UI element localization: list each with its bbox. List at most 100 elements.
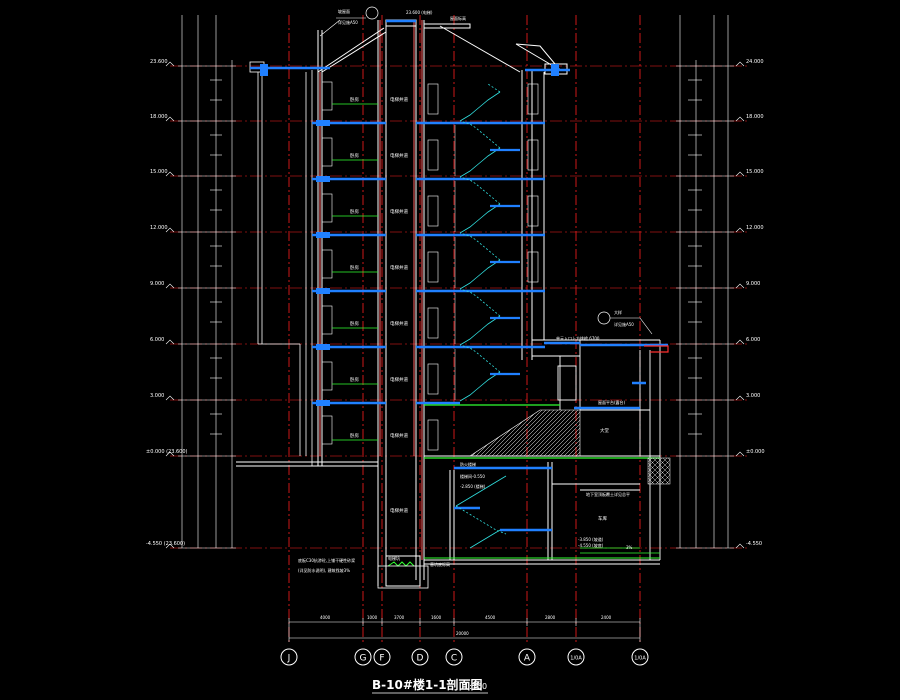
left-level-marks xyxy=(165,61,175,549)
axis-label: 1/0A xyxy=(634,656,646,662)
room-label: 卧房 xyxy=(350,376,359,383)
roof-garden-note: 屋面平台(露台) xyxy=(598,399,626,405)
roof-slabs xyxy=(250,19,570,72)
stair-note-1: 防火楼梯 xyxy=(460,461,476,467)
pit-note: 电梯坑 xyxy=(388,555,400,561)
level-label: ±0.000 xyxy=(746,449,765,455)
span-label: 2800 xyxy=(545,615,556,620)
ramp-lines xyxy=(580,547,660,554)
total-span-label: 20000 xyxy=(456,631,469,636)
span-label: 1000 xyxy=(367,615,378,620)
level-label: 9.000 xyxy=(150,281,164,287)
roof-note-detail: 详见施A50 xyxy=(338,19,358,25)
axis-label: J xyxy=(287,654,291,664)
top-slab-note: 屋面标高 xyxy=(450,15,466,21)
room-label: 电梯井道 xyxy=(390,432,408,439)
pit-outline xyxy=(377,565,429,589)
level-label: 3.000 xyxy=(746,393,760,399)
balcony-blocks xyxy=(260,64,559,406)
basement-note-2: (详见防水说明), 建筑找坡3% xyxy=(298,567,350,573)
span-label: 4500 xyxy=(485,615,496,620)
axis-bubble-1-0A-a: 1/0A xyxy=(567,648,585,666)
core-windows xyxy=(427,83,539,451)
axis-label: C xyxy=(451,654,457,664)
canopy-note-detail: 详见施A50 xyxy=(614,321,634,327)
right-dimension-chains xyxy=(679,15,729,548)
room-label: 电梯井道 xyxy=(390,320,408,327)
drawing-title-block: B-10#楼1-1剖面图 1:100 xyxy=(372,677,488,694)
canopy-slabs xyxy=(544,341,668,410)
entry-note: 单元入口上方挑檐 6700 xyxy=(556,335,600,341)
basement-walls xyxy=(377,462,660,587)
garage-note: 地下室顶板覆土详见总平 xyxy=(586,491,630,497)
axis-label: A xyxy=(524,654,531,664)
ground-green xyxy=(424,404,660,459)
room-label: 车库 xyxy=(598,515,607,522)
axis-bubble-D: D xyxy=(411,648,429,666)
room-label: 电梯井道 xyxy=(390,152,408,159)
level-label: 18.000 xyxy=(150,114,168,120)
axis-label: G xyxy=(360,654,367,664)
axis-bubble-G: G xyxy=(354,648,372,666)
level-label: 18.000 xyxy=(746,114,764,120)
room-label: 卧房 xyxy=(350,96,359,103)
right-level-marks xyxy=(735,61,745,549)
room-label: 卧房 xyxy=(350,432,359,439)
room-label: 电梯井道 xyxy=(390,507,408,514)
level-label: 15.000 xyxy=(150,169,168,175)
left-level-labels: 23.600 18.000 15.000 12.000 9.000 6.000 … xyxy=(146,59,188,547)
ramp-note-1: -3.850 (坡道) xyxy=(578,536,604,542)
level-label: 23.600 xyxy=(150,59,168,65)
roof-note: 坡屋面 xyxy=(338,8,350,14)
roof-callout-bubble xyxy=(365,6,379,20)
room-label: 卧房 xyxy=(350,264,359,271)
drawing-scale: 1:100 xyxy=(464,682,487,691)
pit-floor-note: 基坑底标高 xyxy=(430,561,450,567)
left-facade xyxy=(249,61,313,466)
level-label: 6.000 xyxy=(746,337,760,343)
left-windows xyxy=(321,81,333,445)
basement-slab-blue xyxy=(454,466,552,532)
axis-bubble-F: F xyxy=(373,648,391,666)
bottom-dimensions xyxy=(288,618,641,642)
ramp-note-2: -4.550 (坡底) xyxy=(578,542,604,548)
level-label: 12.000 xyxy=(150,225,168,231)
ratio-note: 3% xyxy=(626,545,633,550)
room-label: 电梯井道 xyxy=(390,96,408,103)
room-label: 卧房 xyxy=(350,320,359,327)
stair-note-2: 楼梯间-0.550 xyxy=(460,473,485,479)
span-label: 2400 xyxy=(601,615,612,620)
left-dimension-chains xyxy=(181,15,233,548)
room-label: 电梯井道 xyxy=(390,264,408,271)
level-label: ±0.000 (23.600) xyxy=(146,449,188,455)
machine-room-note: 23.600 (电梯) xyxy=(406,9,433,15)
level-label: 6.000 xyxy=(150,337,164,343)
room-label: 电梯井道 xyxy=(390,376,408,383)
axis-bubble-C: C xyxy=(445,648,463,666)
annotations: 坡屋面 详见施A50 23.600 (电梯) 屋面标高 大样 详见施A50 单元… xyxy=(298,6,653,573)
right-level-labels: 24.000 18.000 15.000 12.000 9.000 6.000 … xyxy=(746,59,765,547)
canopy-note: 大样 xyxy=(614,309,622,315)
bottom-dimension-labels: 4000 1000 3700 1600 4500 2800 2400 20000 xyxy=(320,615,612,636)
room-label: 电梯井道 xyxy=(390,208,408,215)
axis-label: 1/0A xyxy=(570,656,582,662)
level-label: 24.000 xyxy=(746,59,764,65)
drawing-title: B-10#楼1-1剖面图 xyxy=(372,677,483,692)
stair-landings xyxy=(490,148,520,376)
level-label: 9.000 xyxy=(746,281,760,287)
level-label: 12.000 xyxy=(746,225,764,231)
room-label: 卧房 xyxy=(350,208,359,215)
axis-bubble-A: A xyxy=(518,648,536,666)
right-wing xyxy=(532,339,661,560)
axis-bubble-J: J xyxy=(280,648,298,666)
span-label: 4000 xyxy=(320,615,331,620)
level-label: 15.000 xyxy=(746,169,764,175)
railings xyxy=(332,103,378,441)
pit-green xyxy=(387,557,660,567)
red-canopy-edge xyxy=(644,345,669,353)
level-label: -4.550 (23.600) xyxy=(146,541,185,547)
span-label: 1600 xyxy=(431,615,442,620)
stairs xyxy=(459,83,501,402)
basement-note-1: 底板C30抗渗砼,上铺干硬性砂浆 xyxy=(298,557,355,563)
axis-lines xyxy=(288,15,641,645)
